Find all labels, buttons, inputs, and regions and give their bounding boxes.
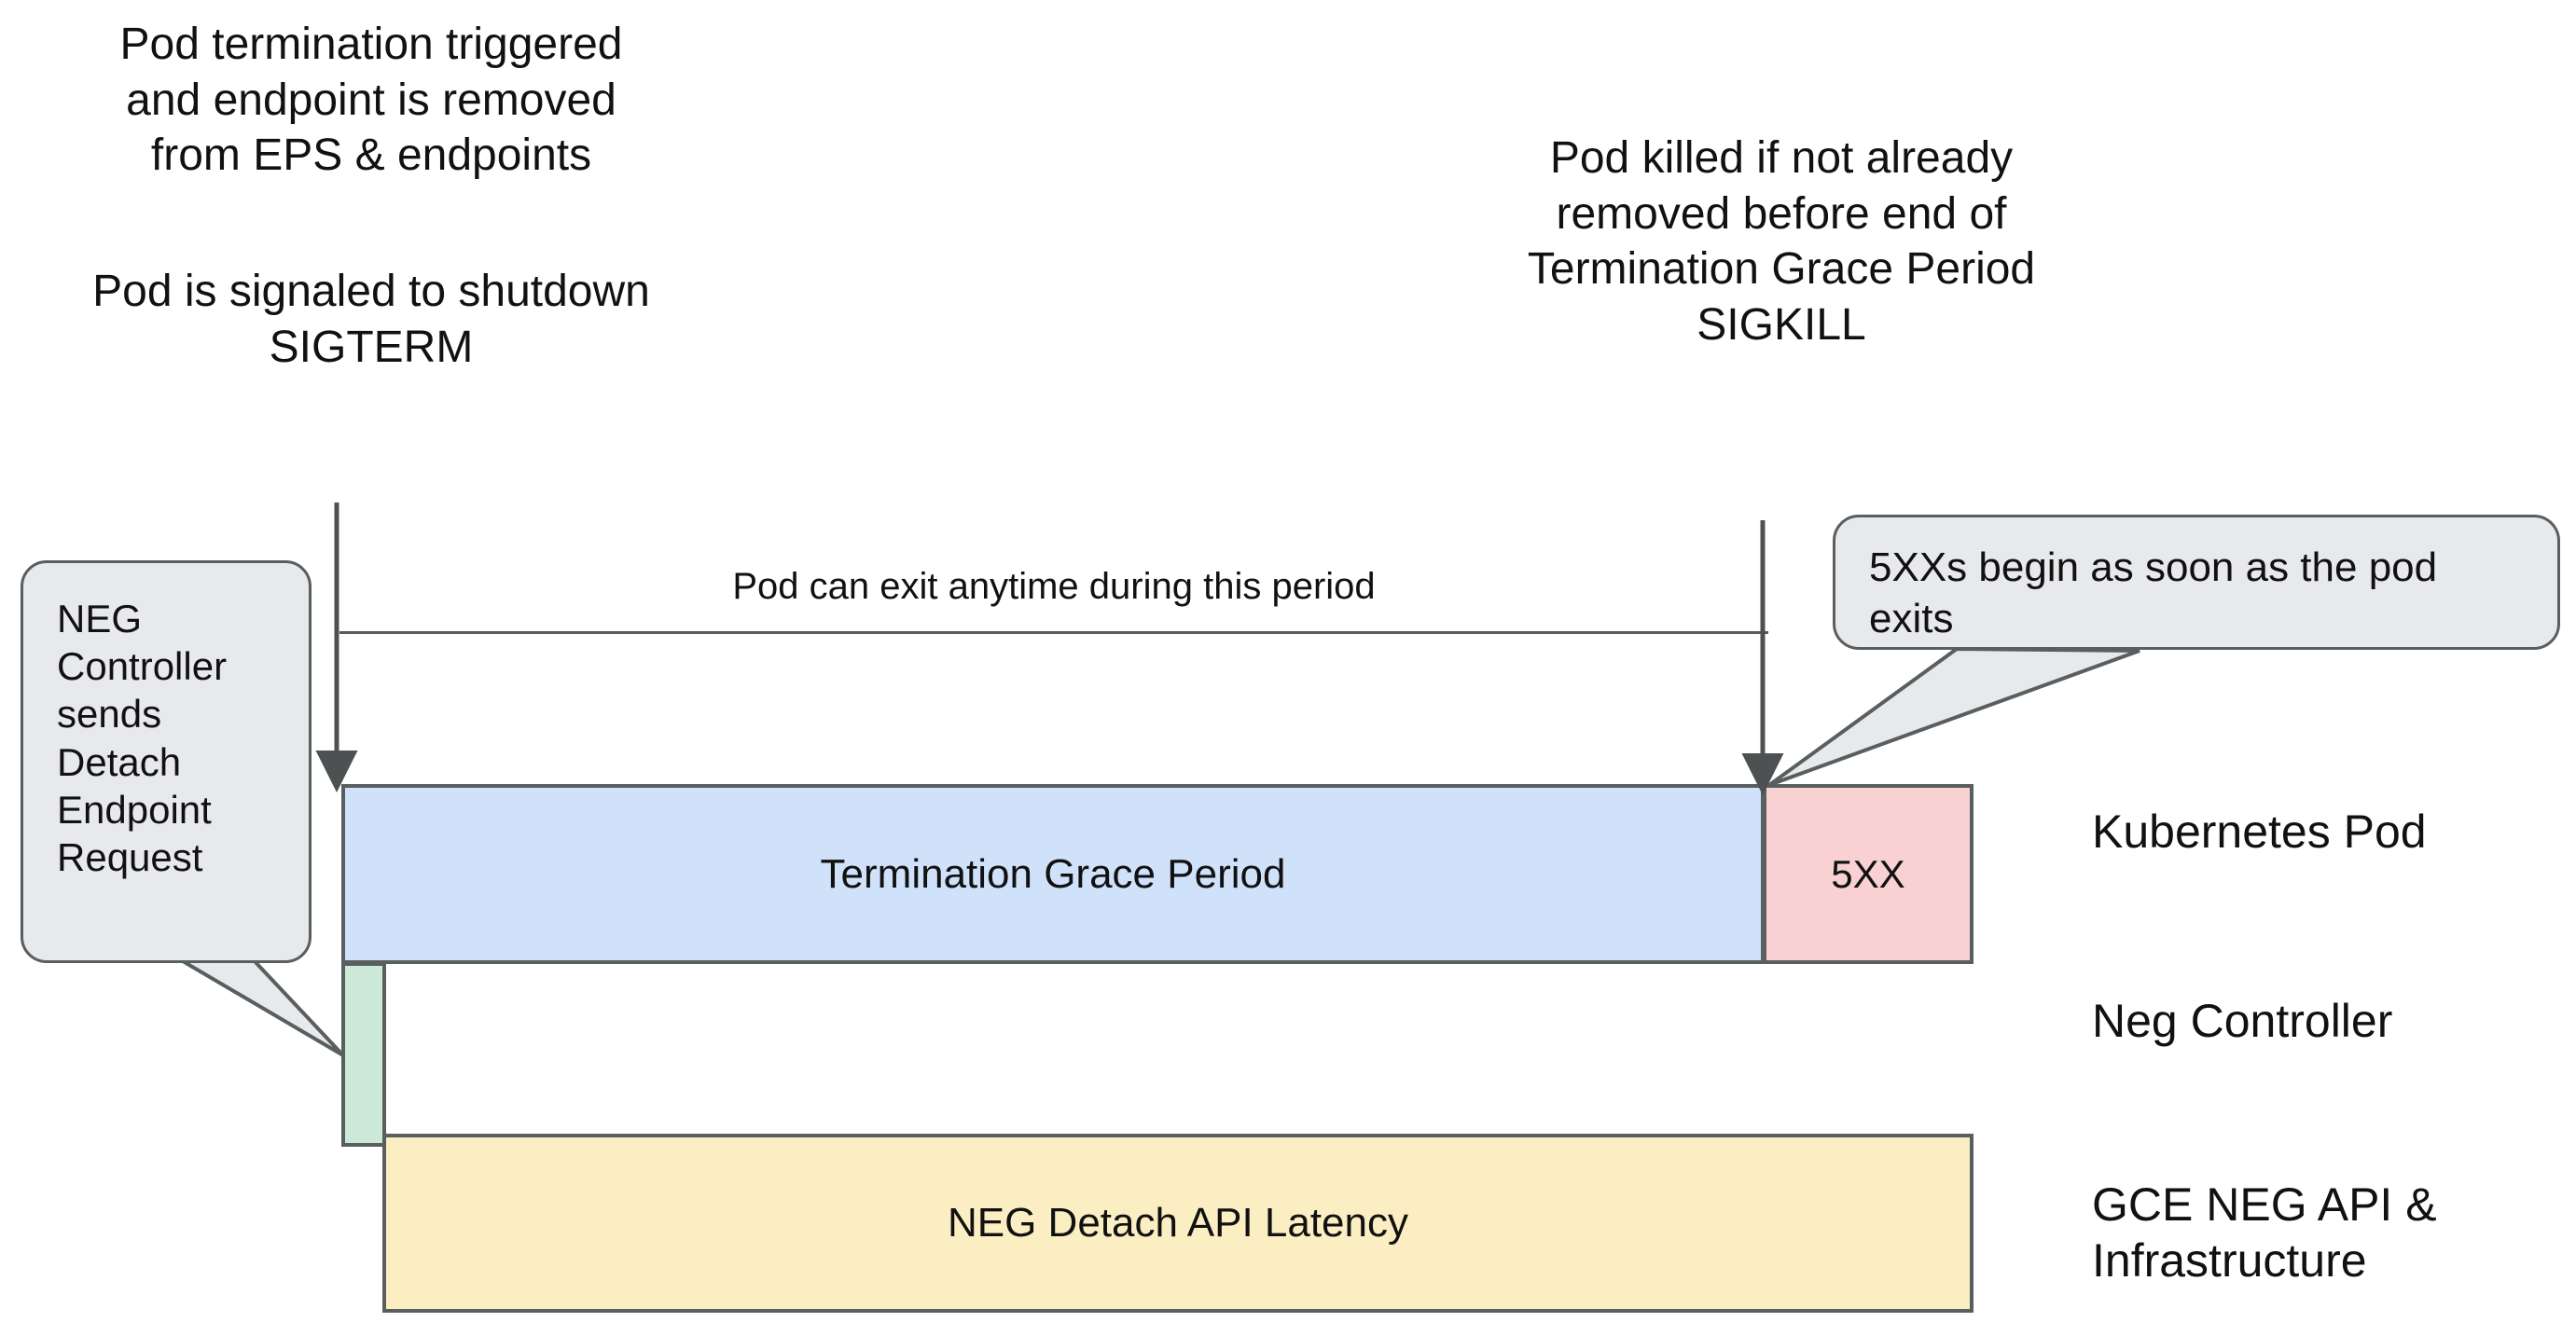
callout-neg-text: NEG Controller sends Detach Endpoint Req… bbox=[57, 597, 228, 880]
lane-label-gce-neg-api: GCE NEG API & Infrastructure bbox=[2092, 1178, 2437, 1287]
note-pod-signaled-sigterm: Pod is signaled to shutdown SIGTERM bbox=[92, 267, 650, 372]
callout-5xx: 5XXs begin as soon as the pod exits bbox=[1833, 515, 2560, 650]
bar-termination-grace-period: Termination Grace Period bbox=[341, 784, 1765, 964]
bar-neg-detach-api-latency: NEG Detach API Latency bbox=[382, 1134, 1974, 1313]
callout-tail-5xx bbox=[1767, 646, 2140, 787]
note-pod-killed-sigkill: Pod killed if not already removed before… bbox=[1527, 133, 2036, 350]
bar-neg-controller bbox=[341, 962, 386, 1147]
callout-5xx-text: 5XXs begin as soon as the pod exits bbox=[1869, 544, 2438, 642]
note-pod-termination-triggered: Pod termination triggered and endpoint i… bbox=[119, 20, 623, 181]
callout-tail-neg bbox=[175, 957, 345, 1057]
bar-latency-label: NEG Detach API Latency bbox=[947, 1200, 1409, 1246]
period-rule bbox=[339, 631, 1768, 634]
callout-neg-controller: NEG Controller sends Detach Endpoint Req… bbox=[21, 560, 312, 963]
bar-grace-label: Termination Grace Period bbox=[820, 850, 1286, 897]
bar-5xx: 5XX bbox=[1763, 784, 1974, 964]
lane-label-kubernetes-pod: Kubernetes Pod bbox=[2092, 806, 2427, 858]
bar-5xx-label: 5XX bbox=[1831, 851, 1905, 896]
period-label: Pod can exit anytime during this period bbox=[732, 566, 1376, 607]
lane-label-neg-controller: Neg Controller bbox=[2092, 995, 2393, 1047]
